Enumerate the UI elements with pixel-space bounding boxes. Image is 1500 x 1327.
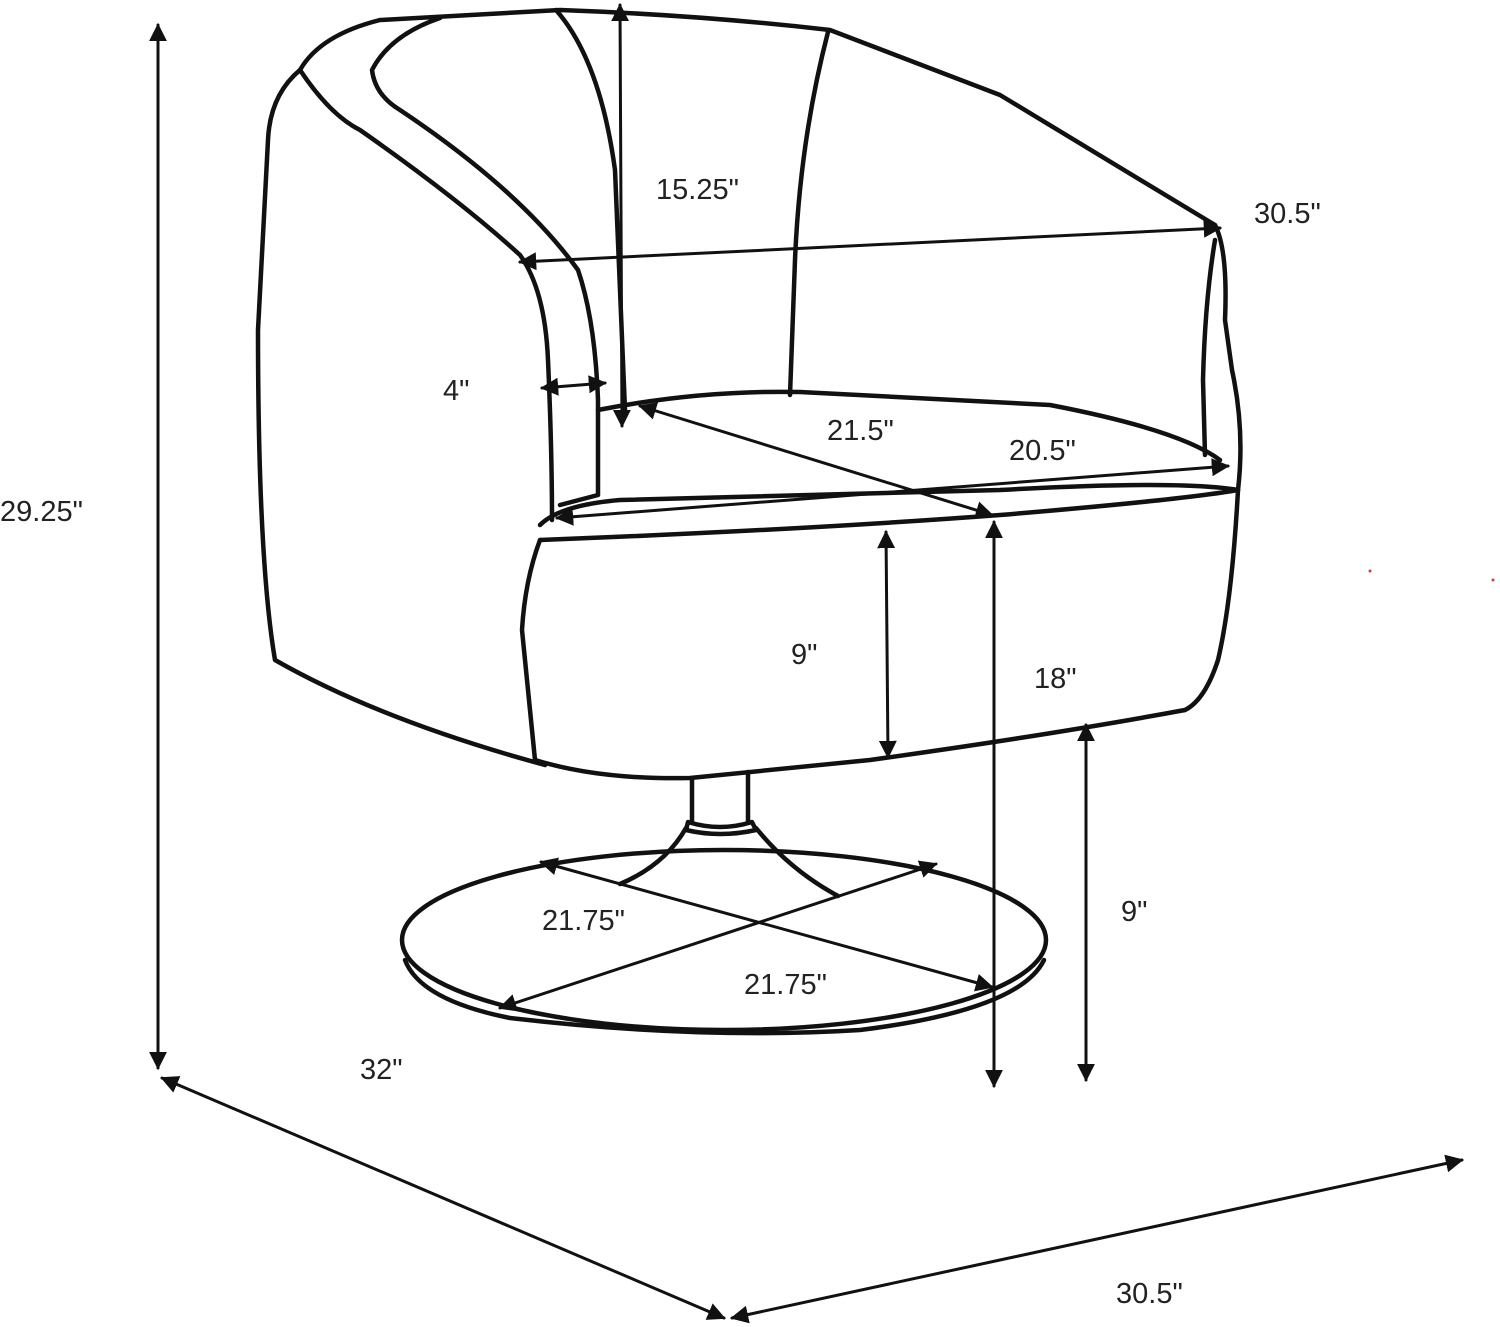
label-inner-width: 30.5" bbox=[1254, 198, 1321, 230]
dim-back-height-arrow bbox=[611, 3, 631, 428]
dim-overall-width-arrow bbox=[730, 1154, 1464, 1324]
chair-base-neck-right bbox=[753, 825, 841, 899]
chair-base-disk-bottom bbox=[402, 957, 1047, 1036]
dim-inner-width-arrow bbox=[518, 219, 1222, 271]
dim-overall-depth-arrow bbox=[160, 1076, 726, 1320]
chair-left-arm-rim bbox=[297, 67, 555, 523]
chair-cushion-right bbox=[1182, 487, 1241, 713]
stray-dot-2 bbox=[1491, 578, 1495, 582]
chair-back-outer bbox=[255, 67, 548, 768]
chair-left-arm-inner bbox=[369, 15, 601, 508]
label-back-height: 15.25" bbox=[656, 174, 739, 206]
label-arm-width: 4" bbox=[443, 375, 470, 407]
label-base-diameter-a: 21.75" bbox=[542, 905, 625, 937]
label-overall-width: 30.5" bbox=[1116, 1278, 1183, 1310]
chair-right-arm-inner bbox=[1200, 237, 1218, 458]
chair-cushion-left bbox=[519, 537, 543, 763]
chair-stem-collar bbox=[683, 819, 759, 837]
label-base-diameter-b: 21.75" bbox=[744, 969, 827, 1001]
label-seat-width: 20.5" bbox=[1009, 435, 1076, 467]
chair-right-arm bbox=[1212, 222, 1243, 493]
chair-outline bbox=[255, 7, 1243, 1036]
stray-dot-1 bbox=[1368, 569, 1372, 573]
dim-seat-width-arrow bbox=[555, 458, 1230, 526]
label-base-height: 9" bbox=[1121, 896, 1148, 928]
chair-back-seam-right bbox=[787, 29, 831, 398]
dim-arm-width-arrow bbox=[540, 375, 607, 396]
chair-back-top-rim bbox=[297, 7, 1218, 228]
chair-back-seam-left bbox=[553, 7, 628, 413]
dimension-lines bbox=[149, 3, 1464, 1324]
label-cushion-height: 9" bbox=[791, 639, 818, 671]
label-seat-depth: 21.5" bbox=[827, 415, 894, 447]
label-seat-height: 18" bbox=[1034, 663, 1077, 695]
chair-base-disk-top bbox=[399, 847, 1049, 1033]
chair-seat-top bbox=[595, 389, 1223, 463]
dim-cushion-height-arrow bbox=[877, 530, 897, 759]
label-overall-height: 29.25" bbox=[0, 496, 83, 528]
dim-base-diameter-b-arrow bbox=[498, 860, 938, 1012]
label-overall-depth: 32" bbox=[360, 1054, 403, 1086]
